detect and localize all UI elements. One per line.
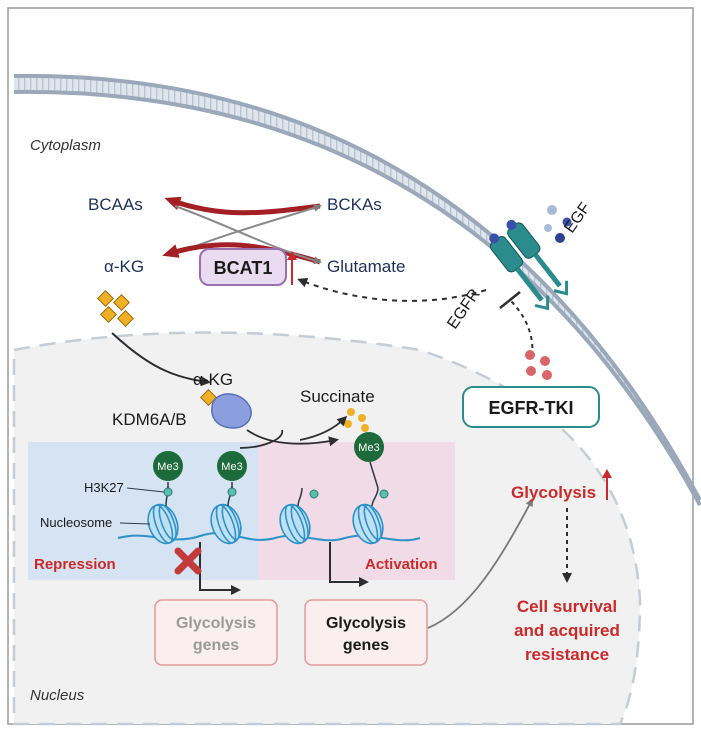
activated-genes-box [304, 599, 428, 666]
bcat1-upregulated-icon [287, 251, 297, 285]
egf-ligand-icon [544, 205, 572, 243]
cytoplasm-label: Cytoplasm [30, 137, 101, 154]
akg-nuclear-cube-icon [200, 389, 217, 406]
tki-inhibition-line [509, 299, 534, 357]
nucleosome-icon [147, 503, 384, 545]
me3-label-1: Me3 [157, 461, 178, 473]
repression-label: Repression [34, 556, 116, 573]
bcat1-reaction [162, 196, 322, 265]
kdm6-to-me3-link [239, 429, 283, 449]
h3k27-label: H3K27 [84, 480, 124, 495]
akg-label-cytoplasm: α-KG [104, 257, 144, 276]
egfr-to-bcat1-arrow [297, 277, 487, 302]
me3-mark-icon [153, 432, 384, 489]
succinate-release-arrow [299, 415, 348, 441]
outcome-line2: and acquired [514, 621, 620, 640]
glycolysis-upregulated-icon [602, 469, 612, 500]
kdm6-enzyme-icon [211, 393, 252, 429]
nucleus-label: Nucleus [30, 687, 85, 704]
glutamate-formation-arrow [174, 205, 322, 265]
repressed-genes-box [154, 599, 278, 666]
succinate-label: Succinate [300, 387, 375, 406]
tki-inhibition-bar [499, 291, 521, 309]
h3k27-leader [126, 487, 165, 493]
glycolysis-outcome-label: Glycolysis [511, 483, 596, 502]
genes-to-glycolysis-arrow [427, 498, 533, 629]
akg-label-nucleus: α-KG [193, 370, 233, 389]
repressed-genes-line2: genes [193, 637, 239, 654]
bcaas-formation-arrow [164, 196, 321, 216]
activated-genes-line2: genes [343, 637, 389, 654]
akg-transport-arrow [111, 332, 211, 387]
activation-label: Activation [365, 556, 438, 573]
egfr-tki-label: EGFR-TKI [489, 398, 574, 418]
kdm6-label: KDM6A/B [112, 410, 187, 429]
egfr-tki-box [462, 386, 600, 428]
egfr-receptor-icon [489, 219, 569, 311]
repressed-transcription-arrow [199, 542, 241, 595]
akg-molecules-icon [97, 290, 134, 327]
bckas-label: BCKAs [327, 195, 382, 214]
demethylation-arrow [246, 429, 339, 447]
activated-genes-line1: Glycolysis [326, 615, 406, 632]
outcome-line1: Cell survival [517, 597, 617, 616]
bcat1-label: BCAT1 [214, 258, 273, 278]
me3-label-2: Me3 [221, 461, 242, 473]
bcat1-box [199, 248, 287, 286]
me3-label-3: Me3 [358, 442, 379, 454]
nucleosome-leader [119, 522, 151, 525]
glutamate-label: Glutamate [327, 257, 405, 276]
bcaas-label: BCAAs [88, 195, 143, 214]
repressed-genes-line1: Glycolysis [176, 615, 256, 632]
cell-membrane [13, 73, 701, 506]
nucleosome-label: Nucleosome [40, 515, 112, 530]
tki-drug-icon [525, 350, 552, 380]
h3k27-site-icon [163, 487, 389, 499]
outcome-line3: resistance [525, 645, 609, 664]
blocked-transcription-icon [174, 547, 202, 575]
activated-transcription-arrow [329, 542, 369, 587]
